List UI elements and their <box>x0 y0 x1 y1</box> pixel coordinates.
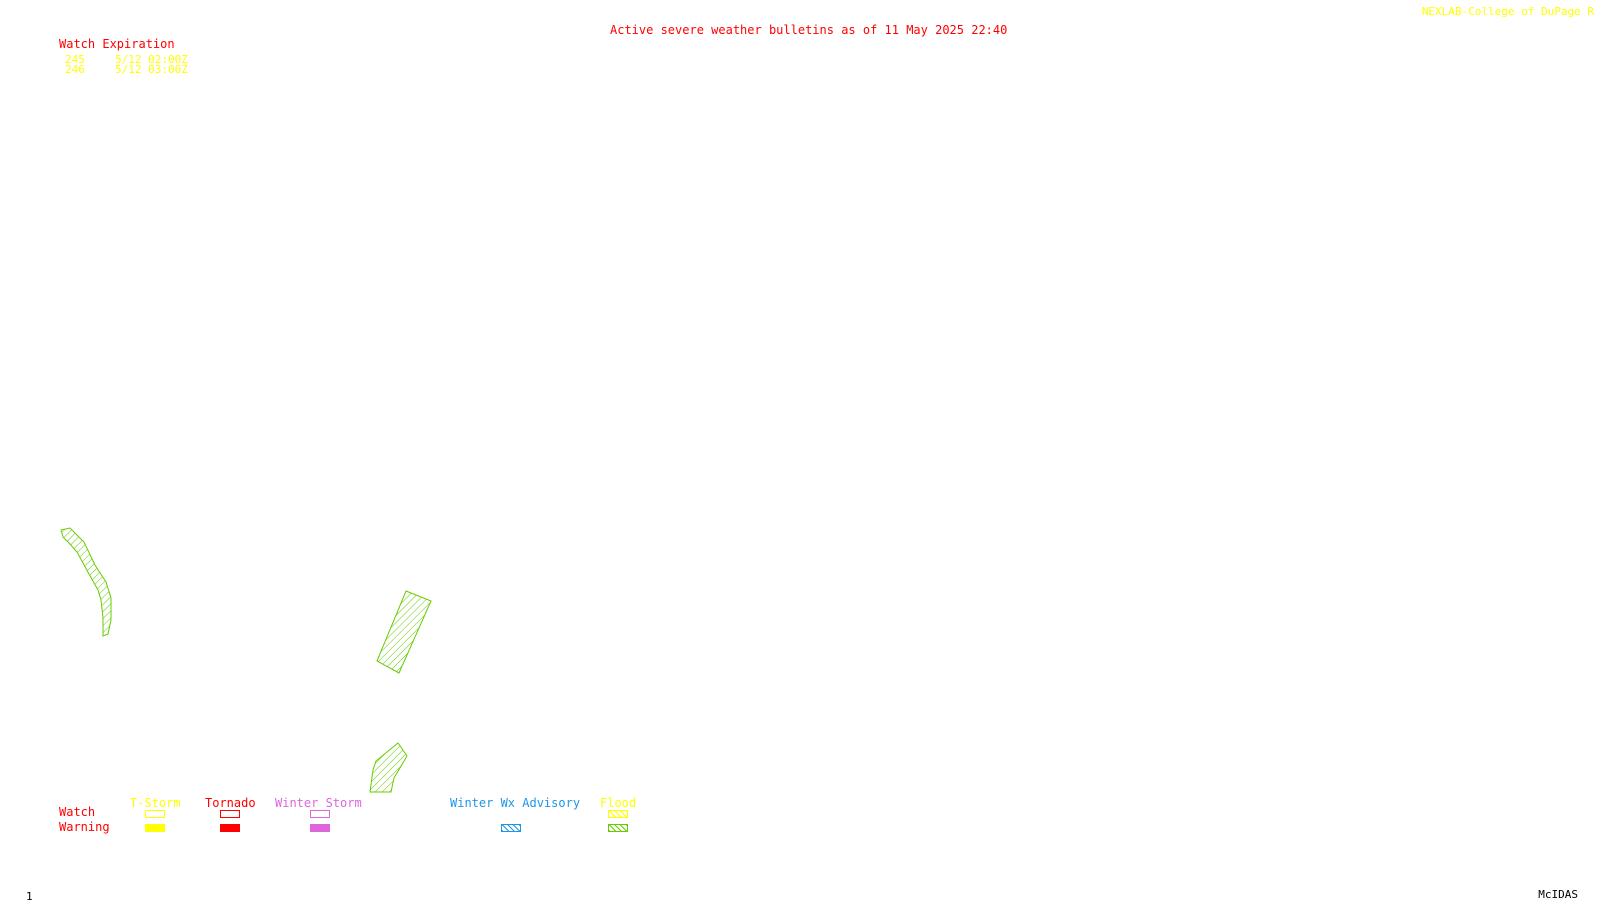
flood-warning-polygon <box>60 527 112 637</box>
legend-row-warning: Warning <box>59 820 110 834</box>
legend-label-winter-wx-advisory: Winter Wx Advisory <box>450 796 581 810</box>
legend-row-watch: Watch <box>59 805 96 819</box>
legend-label-flood: Flood <box>600 796 637 810</box>
bulletin-title: Active severe weather bulletins as of 11… <box>610 23 1008 37</box>
frame-number: 1 <box>26 890 33 903</box>
flood-warning-polygon <box>376 590 432 674</box>
watch-number: 245 <box>65 53 85 66</box>
watch-row: 246 5/12 03:00Z <box>65 64 188 75</box>
legend-label-tornado: Tornado <box>205 796 256 810</box>
legend-label-winter-storm: Winter Storm <box>275 796 362 810</box>
watch-expiration-header: Watch Expiration <box>59 37 175 51</box>
tornado-warning-swatch <box>220 824 240 832</box>
legend-label-tstorm: T-Storm <box>130 796 181 810</box>
software-label: McIDAS <box>1538 888 1578 901</box>
tstorm-warning-swatch <box>145 824 165 832</box>
watch-number: 246 <box>65 63 85 76</box>
flood-watch-swatch <box>608 810 628 818</box>
winter-storm-watch-swatch <box>310 810 330 818</box>
winter-wx-advisory-warning-swatch <box>501 824 521 832</box>
watch-expiration: 5/12 03:00Z <box>115 63 188 76</box>
flood-warning-swatch <box>608 824 628 832</box>
flood-warning-polygon <box>369 742 408 793</box>
source-credit: NEXLAB-College of DuPage R <box>1421 5 1594 18</box>
watch-row: 245 5/12 02:00Z <box>65 54 188 65</box>
winter-storm-warning-swatch <box>310 824 330 832</box>
tornado-watch-swatch <box>220 810 240 818</box>
watch-expiration: 5/12 02:00Z <box>115 53 188 66</box>
tstorm-watch-swatch <box>145 810 165 818</box>
